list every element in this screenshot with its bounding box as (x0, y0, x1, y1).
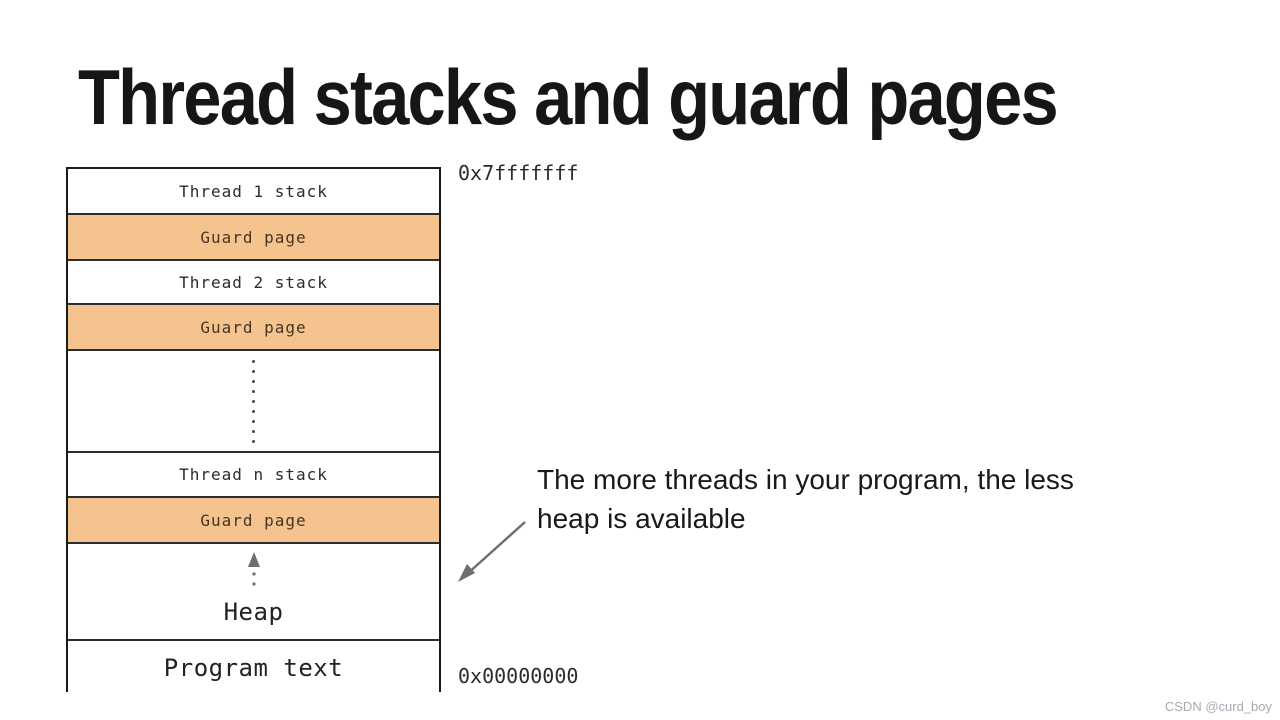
memory-layout-diagram: Thread 1 stack Guard page Thread 2 stack… (66, 167, 441, 694)
annotation-text: The more threads in your program, the le… (537, 464, 1074, 534)
thread-1-stack-box: Thread 1 stack (68, 169, 439, 213)
annotation-pointer-arrow-icon (458, 521, 526, 582)
guard-page-label: Guard page (200, 510, 307, 530)
heap-box: Heap (68, 542, 439, 639)
ellipsis-dot (252, 429, 255, 433)
address-top-label: 0x7fffffff (458, 161, 579, 185)
ellipsis-dot (252, 399, 255, 403)
ellipsis-dot (252, 369, 255, 373)
thread-1-stack-label: Thread 1 stack (179, 181, 328, 201)
guard-page-box-1: Guard page (68, 213, 439, 259)
guard-page-label: Guard page (200, 317, 307, 337)
ellipsis-dot (252, 439, 255, 443)
watermark: CSDN @curd_boy (1164, 699, 1272, 714)
ellipsis-dot (252, 419, 255, 423)
ellipsis-section (68, 349, 439, 451)
address-bottom-label: 0x00000000 (458, 664, 579, 688)
heap-growth-arrow-icon (247, 552, 260, 586)
guard-page-box-3: Guard page (68, 496, 439, 542)
ellipsis-dot (252, 359, 255, 363)
page-title: Thread stacks and guard pages (78, 53, 1059, 141)
program-text-label: Program text (163, 653, 344, 682)
ellipsis-dot (252, 379, 255, 383)
heap-label: Heap (223, 598, 284, 626)
thread-n-stack-label: Thread n stack (179, 465, 328, 484)
thread-2-stack-label: Thread 2 stack (179, 272, 328, 292)
program-text-box: Program text (68, 639, 439, 694)
guard-page-label: Guard page (200, 227, 307, 247)
ellipsis-dot (252, 389, 255, 393)
thread-2-stack-box: Thread 2 stack (68, 259, 439, 303)
guard-page-box-2: Guard page (68, 303, 439, 349)
thread-n-stack-box: Thread n stack (68, 451, 439, 496)
ellipsis-dot (252, 409, 255, 413)
